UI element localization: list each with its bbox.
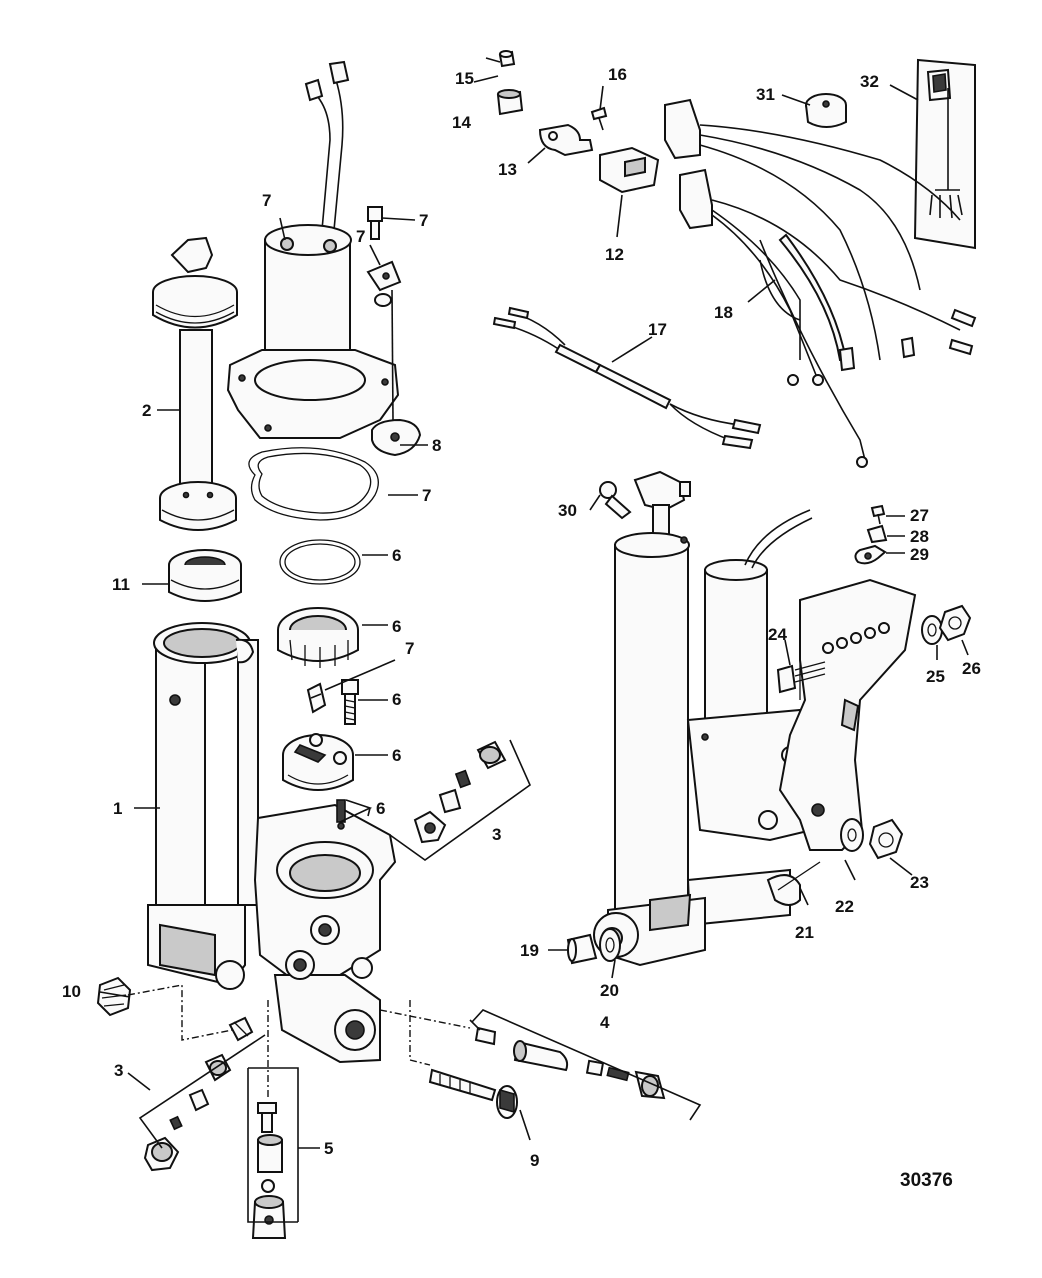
callout-25: 25 [926,667,945,686]
trim-ram-rod [152,236,238,531]
callout-7: 7 [262,191,271,210]
bracket-5 [247,1067,299,1223]
transom-bracket [778,578,917,851]
valve-group-upper [413,740,507,844]
bracket-3-lower [138,1034,266,1149]
trim-switch-panel [913,58,976,250]
callout-18: 18 [714,303,733,322]
valve-spool [474,1026,666,1100]
filter-screen [277,607,359,668]
pin-19 [566,933,598,965]
fill-plug [96,976,132,1017]
leader-lines [99,57,969,1149]
pump-screw [341,679,359,725]
callout-6: 6 [392,546,401,565]
screw-27 [870,504,886,525]
round-o-ring [279,539,361,585]
callout-8: 8 [432,436,441,455]
callout-24: 24 [768,625,787,644]
callout-21: 21 [795,923,814,942]
relay-12 [599,146,660,194]
bracket-3-upper [389,739,531,861]
valve-group-lower [143,1016,254,1172]
callout-7: 7 [405,639,414,658]
ground-strap [366,260,422,457]
callout-3: 3 [492,825,501,844]
clamp-29 [854,544,887,565]
pump-housing [253,803,397,1064]
trim-motor [226,60,400,439]
figure-number: 30376 [900,1170,953,1191]
manual-release-valve [428,1068,518,1119]
callout-26: 26 [962,659,981,678]
callout-23: 23 [910,873,929,892]
callout-19: 19 [520,941,539,960]
bushing-20 [599,928,621,962]
callout-15: 15 [455,69,474,88]
callout-14: 14 [452,113,471,132]
washer-22 [840,818,864,852]
callout-16: 16 [608,65,627,84]
callout-2: 2 [142,401,151,420]
valve-stack [251,1102,287,1239]
wiring-harness [664,98,977,468]
callout-6: 6 [392,690,401,709]
oval-o-ring [248,447,379,521]
callout-1: 1 [113,799,122,818]
callout-27: 27 [910,506,929,525]
bracket-13 [538,123,594,157]
callout-11: 11 [112,575,130,594]
callout-6: 6 [392,617,401,636]
nut-26 [938,604,972,642]
trim-cylinder [147,622,259,990]
callout-7: 7 [356,227,365,246]
callout-29: 29 [910,545,929,564]
callout-9: 9 [530,1151,539,1170]
bolt-24 [776,661,826,694]
pump-assembly [282,733,354,791]
motor-screw [367,206,383,240]
callout-30: 30 [558,501,577,520]
nut-23 [868,818,904,860]
valve-insert [306,682,327,714]
callout-28: 28 [910,527,929,546]
callout-32: 32 [860,72,879,91]
bracket-4 [471,1009,702,1121]
lock-washer [374,293,392,307]
pump-spring [336,799,346,830]
trim-assembly-installed [593,509,821,967]
clip-28 [866,524,888,544]
callout-22: 22 [835,897,854,916]
callout-20: 20 [600,981,619,1000]
callout-10: 10 [62,982,81,1001]
wire-extension [492,306,762,450]
screw-16 [590,106,608,131]
callout-31: 31 [756,85,775,104]
callout-5: 5 [324,1139,333,1158]
cap-31 [805,93,847,128]
cap-15 [498,50,516,68]
callout-7: 7 [422,486,431,505]
callout-17: 17 [648,320,667,339]
callout-13: 13 [498,160,517,179]
callout-7: 7 [419,211,428,230]
seal-ring [168,549,242,602]
callout-6: 6 [376,799,385,818]
washer-25 [921,615,943,645]
callout-12: 12 [605,245,624,264]
callout-6: 6 [392,746,401,765]
callout-3: 3 [114,1061,123,1080]
grommet-14 [496,89,524,116]
callout-4: 4 [600,1013,610,1032]
